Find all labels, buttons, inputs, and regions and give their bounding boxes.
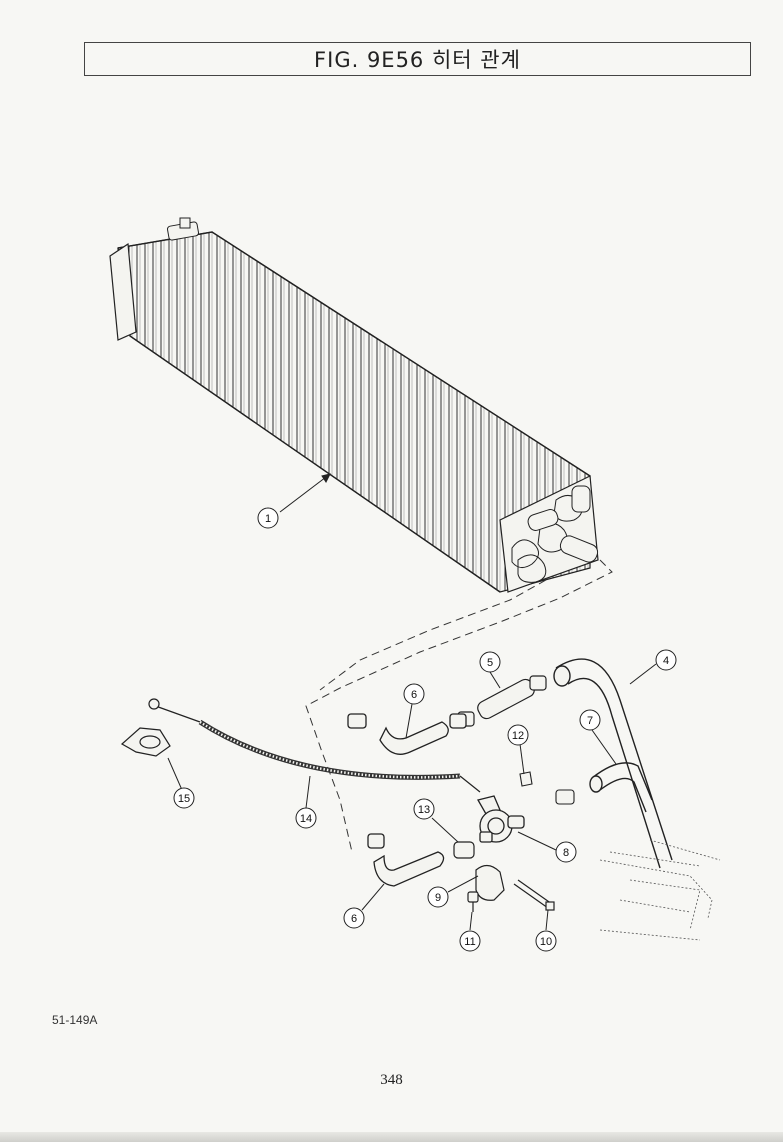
callout-5: 5 — [479, 651, 501, 673]
callout-label: 12 — [512, 730, 524, 742]
callout-4: 4 — [655, 649, 677, 671]
cable-part-14 — [148, 698, 481, 793]
figure-title-box: FIG. 9E56 히터 관계 — [84, 42, 751, 76]
callout-7: 7 — [579, 709, 601, 731]
plate-part-15 — [120, 727, 171, 757]
callout-label: 8 — [563, 847, 569, 859]
callout-label: 11 — [464, 936, 475, 948]
dashed-assembly-lines — [305, 559, 613, 853]
callout-8: 8 — [555, 841, 577, 863]
callout-12: 12 — [507, 724, 529, 746]
callout-label: 1 — [265, 513, 271, 525]
callout-11: 11 — [459, 930, 481, 952]
callout-6-lower: 6 — [343, 907, 365, 929]
callout-label: 13 — [418, 804, 430, 816]
figure-title: FIG. 9E56 히터 관계 — [314, 48, 521, 72]
callout-label: 5 — [487, 657, 493, 669]
bracket-part-9 — [475, 864, 505, 901]
figure-code: 51-149A — [52, 1013, 98, 1027]
page-number: 348 — [380, 1072, 403, 1088]
callout-13: 13 — [413, 798, 435, 820]
callouts: 1 4 5 6 6 7 8 9 10 11 12 13 14 15 — [173, 507, 677, 952]
callout-6-upper: 6 — [403, 683, 425, 705]
hose-part-6-upper — [347, 713, 467, 755]
pipe-part-4 — [553, 658, 673, 869]
callout-label: 10 — [540, 936, 552, 948]
frame-outline — [599, 839, 721, 941]
tie-part-10 — [513, 879, 555, 911]
callout-14: 14 — [295, 807, 317, 829]
callout-label: 4 — [663, 655, 669, 667]
connector-part-5 — [457, 675, 547, 727]
callout-leader-lines — [167, 473, 657, 931]
callout-9: 9 — [427, 886, 449, 908]
clamp-part-13 — [453, 841, 475, 859]
callout-15: 15 — [173, 787, 195, 809]
heater-core — [109, 217, 599, 593]
hose-part-6-lower — [367, 833, 445, 887]
callout-label: 6 — [351, 913, 357, 925]
callout-label: 9 — [435, 892, 441, 904]
callout-label: 7 — [587, 715, 593, 727]
scan-edge-band — [0, 1132, 783, 1142]
valve-part-8 — [477, 795, 525, 843]
callout-1: 1 — [257, 507, 279, 529]
clip-part-12 — [519, 771, 575, 805]
callout-label: 6 — [411, 689, 417, 701]
callout-label: 14 — [300, 813, 312, 825]
screw-part-11 — [467, 891, 479, 912]
pipe-part-7 — [589, 762, 653, 813]
callout-label: 15 — [178, 793, 190, 805]
callout-10: 10 — [535, 930, 557, 952]
